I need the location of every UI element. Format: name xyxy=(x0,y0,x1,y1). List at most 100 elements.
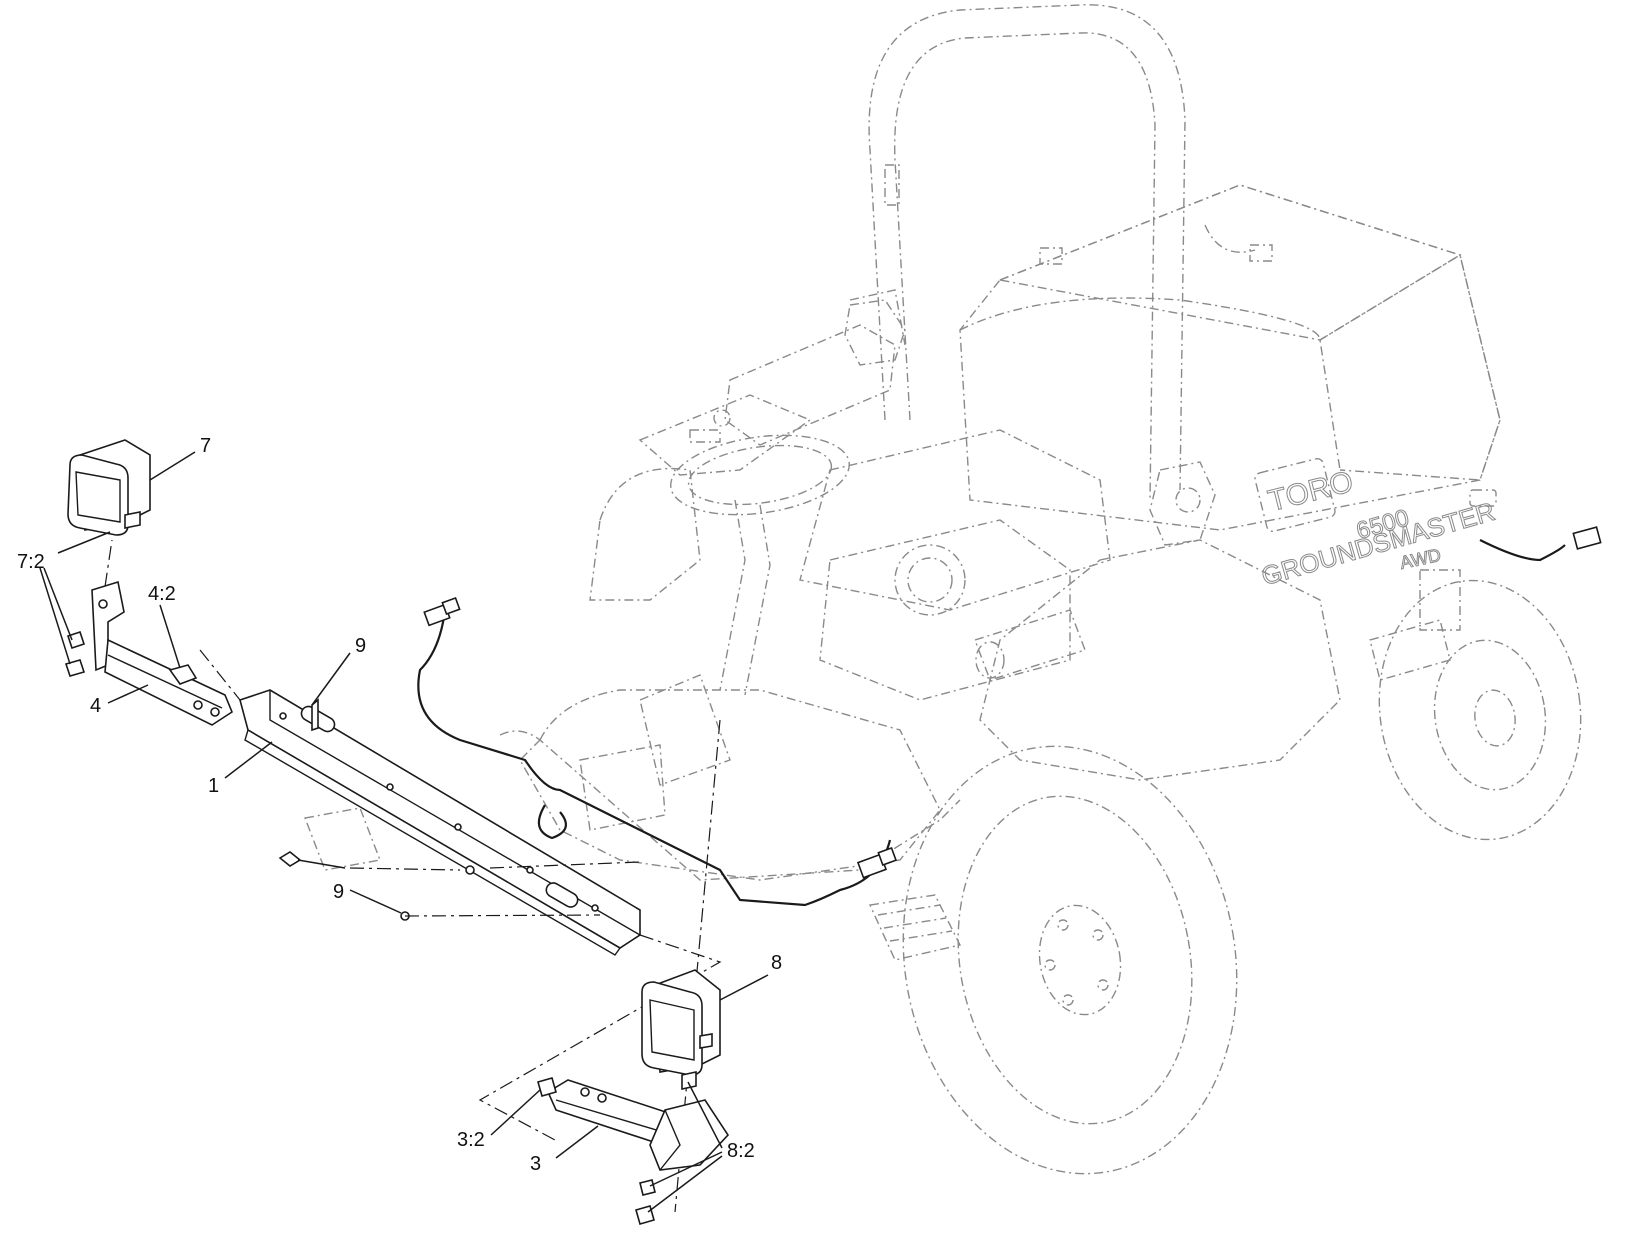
callout-1: 1 xyxy=(208,775,219,797)
callout-7-2: 7:2 xyxy=(17,551,45,573)
leader-3 xyxy=(555,1125,599,1159)
front-frame-rail xyxy=(499,730,961,881)
callout-labels: 7 7:2 4:2 4 9 1 9 8 3:2 3 8:2 xyxy=(17,435,782,1175)
callout-leaders xyxy=(39,451,769,1213)
leader-3-2 xyxy=(490,1089,541,1136)
right-lamp-lens-inner xyxy=(649,999,695,1061)
carriage-bolt-9-upper xyxy=(311,698,319,732)
right-lamp-lens xyxy=(641,981,703,1076)
bolt-hole-marker xyxy=(465,865,475,875)
mount-bar-hole xyxy=(454,823,462,831)
rear-light-connector-right xyxy=(1249,244,1273,262)
left-bracket-arm-edge xyxy=(107,654,223,709)
hood-front-face xyxy=(959,297,1341,471)
left-lamp-lens-inner xyxy=(75,471,121,523)
left-lamp-stud xyxy=(124,511,141,529)
callout-9-bottom: 9 xyxy=(333,881,344,903)
leader-1 xyxy=(224,741,273,779)
front-right-rim xyxy=(957,795,1193,1125)
right-lamp-side-stud xyxy=(699,1033,713,1049)
right-bracket-hole xyxy=(580,1087,590,1097)
callout-8: 8 xyxy=(771,952,782,974)
lower-bracket xyxy=(304,807,381,871)
callout-8-2: 8:2 xyxy=(727,1140,755,1162)
operator-step xyxy=(868,894,962,961)
hood-top-panel xyxy=(997,184,1462,341)
left-bracket-nut xyxy=(168,664,198,685)
part-3-right-light-bracket xyxy=(537,1077,730,1225)
leader-8 xyxy=(719,974,769,1001)
right-bracket-plate xyxy=(649,1099,730,1171)
rops-pin xyxy=(1175,487,1201,513)
leader-8-2-lamp xyxy=(687,1081,723,1149)
lug-nut xyxy=(1044,959,1056,971)
step-tread xyxy=(877,904,953,942)
front-right-tire xyxy=(902,745,1238,1175)
right-lamp-stud xyxy=(681,1071,697,1090)
steering-column xyxy=(719,499,771,696)
leader-9-bottom xyxy=(349,889,402,914)
bolt xyxy=(278,851,302,867)
hood-side-face xyxy=(1319,253,1501,481)
left-front-fender xyxy=(589,467,701,601)
rear-right-hub xyxy=(1474,689,1516,747)
left-bracket-washer xyxy=(66,630,86,650)
front-right-hub xyxy=(1038,904,1122,1016)
cooling-fan xyxy=(894,544,966,616)
toro-logo-plate xyxy=(1254,457,1336,533)
left-bracket-stud-hole xyxy=(98,599,108,609)
mount-bar-flange xyxy=(269,690,641,936)
left-bracket-hole xyxy=(193,700,203,710)
leader-4-2 xyxy=(159,604,181,669)
right-bracket-plate-fold xyxy=(659,1109,681,1171)
right-bracket-hole xyxy=(597,1093,607,1103)
light-wire-harness xyxy=(417,526,1602,907)
lug-nut xyxy=(1097,979,1109,991)
engine-box xyxy=(819,519,1071,701)
mount-bar-hole xyxy=(386,783,394,791)
seat-back xyxy=(849,289,906,346)
lug-nut xyxy=(1057,919,1069,931)
rear-harness-connector xyxy=(1572,526,1602,550)
rops-hinge-right xyxy=(1149,461,1216,546)
console-knob xyxy=(713,409,731,427)
mount-bar-hole xyxy=(591,904,599,912)
rops-decal xyxy=(884,164,900,206)
mount-bar-edge xyxy=(244,729,621,956)
callout-7: 7 xyxy=(200,435,211,457)
harness-connector-upper-plug xyxy=(441,596,461,616)
leader-7 xyxy=(149,451,196,481)
part-1-mount-bar xyxy=(239,689,641,956)
mount-bar-hole xyxy=(526,866,534,874)
hood-wire xyxy=(1204,224,1256,253)
leader-7-2-washer xyxy=(43,567,73,641)
leader-9-top xyxy=(311,652,351,706)
phantom-bolt-line xyxy=(349,867,461,871)
harness-main-run xyxy=(417,609,892,907)
bolt-shank xyxy=(297,859,346,869)
callout-3-2: 3:2 xyxy=(457,1129,485,1151)
rear-frame xyxy=(979,539,1341,781)
operator-platform xyxy=(799,429,1111,611)
control-console xyxy=(638,394,812,476)
leader-7-2-lamp xyxy=(57,531,111,554)
leader-8-2-nut xyxy=(647,1155,723,1213)
lug-nut xyxy=(1062,994,1074,1006)
phantom-bracket-to-bar xyxy=(199,649,241,701)
rops-roll-bar xyxy=(868,4,1186,501)
rear-spindle xyxy=(1419,569,1461,631)
part-4-left-light-bracket xyxy=(64,580,233,726)
rear-right-tire xyxy=(1378,579,1582,841)
harness-connector-lower-plug xyxy=(877,846,897,866)
seat xyxy=(724,324,896,446)
steering-wheel xyxy=(670,434,850,516)
front-dash-panel xyxy=(579,744,666,831)
front-body-panel xyxy=(519,689,941,881)
console-switch xyxy=(689,429,721,443)
rear-axle-cylinder xyxy=(1369,619,1451,681)
rear-harness-wire xyxy=(1479,539,1566,562)
rear-light-connector-left xyxy=(1039,247,1063,265)
left-bracket-hole xyxy=(210,707,220,717)
mount-bar-slot xyxy=(545,882,579,908)
mount-bar-hole xyxy=(279,712,287,720)
